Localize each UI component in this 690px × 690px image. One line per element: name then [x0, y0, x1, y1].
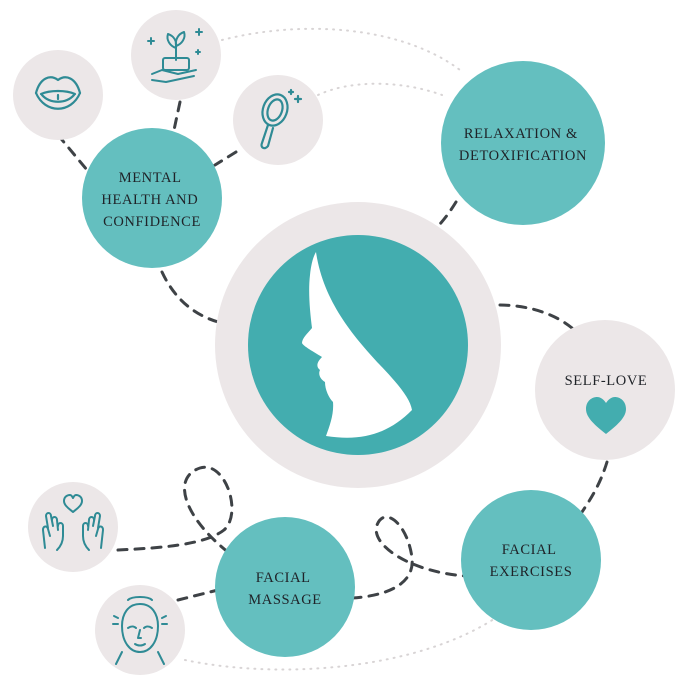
topic-self-love: SELF-LOVE — [535, 320, 675, 460]
hand-mirror-icon — [260, 88, 303, 150]
topic-facial-exercises-circle — [461, 490, 601, 630]
dashed-connector-massage-exercises — [350, 515, 468, 600]
dashed-connector-mental-center — [160, 270, 220, 324]
topic-facial-massage-circle — [215, 517, 355, 657]
plant-in-hand-icon — [147, 28, 203, 83]
topic-facial-exercises-label: FACIAL EXERCISES — [490, 542, 573, 580]
topic-mental-health-label: MENTAL HEALTH AND CONFIDENCE — [101, 170, 202, 230]
face-profile-icon — [302, 252, 412, 438]
topic-facial-exercises: FACIAL EXERCISES — [461, 490, 601, 630]
icon-circle-mirror-bg — [233, 75, 323, 165]
icon-circle-hands-bg — [28, 482, 118, 572]
topic-relaxation-circle — [441, 61, 605, 225]
dotted-connector-mirror-relax — [317, 82, 443, 96]
topic-facial-massage-label: FACIAL MASSAGE — [248, 570, 322, 608]
heart-icon — [586, 397, 626, 434]
dashed-connector-selflove-exercises — [580, 460, 609, 514]
dashed-connector-face-massage — [176, 588, 220, 602]
topic-mental-health: MENTAL HEALTH AND CONFIDENCE — [82, 128, 222, 268]
topic-relaxation-label: RELAXATION & DETOXIFICATION — [459, 126, 587, 164]
icon-circle-mirror — [233, 75, 323, 165]
hands-heart-icon — [42, 494, 104, 551]
center-figure — [215, 202, 501, 488]
icon-circle-hands — [28, 482, 118, 572]
dashed-connector-mirror-mental — [213, 150, 238, 167]
icon-circle-face — [95, 585, 185, 675]
topic-relaxation: RELAXATION & DETOXIFICATION — [441, 61, 605, 225]
dashed-connector-lips-mental — [56, 133, 94, 178]
icon-circle-lips — [13, 50, 103, 140]
topic-self-love-circle — [535, 320, 675, 460]
topic-facial-massage: FACIAL MASSAGE — [215, 517, 355, 657]
dashed-connector-hands-massage — [116, 465, 235, 558]
dashed-connector-center-selflove — [498, 303, 574, 330]
dotted-connector-plant-relax — [221, 27, 461, 71]
dashed-connector-plant-mental — [172, 100, 182, 132]
face-massage-icon — [112, 596, 168, 665]
icon-circle-plant — [131, 10, 221, 100]
topic-self-love-label: SELF-LOVE — [565, 373, 648, 389]
lips-icon — [34, 76, 82, 110]
dotted-connectors — [184, 27, 501, 671]
topic-mental-health-circle — [82, 128, 222, 268]
